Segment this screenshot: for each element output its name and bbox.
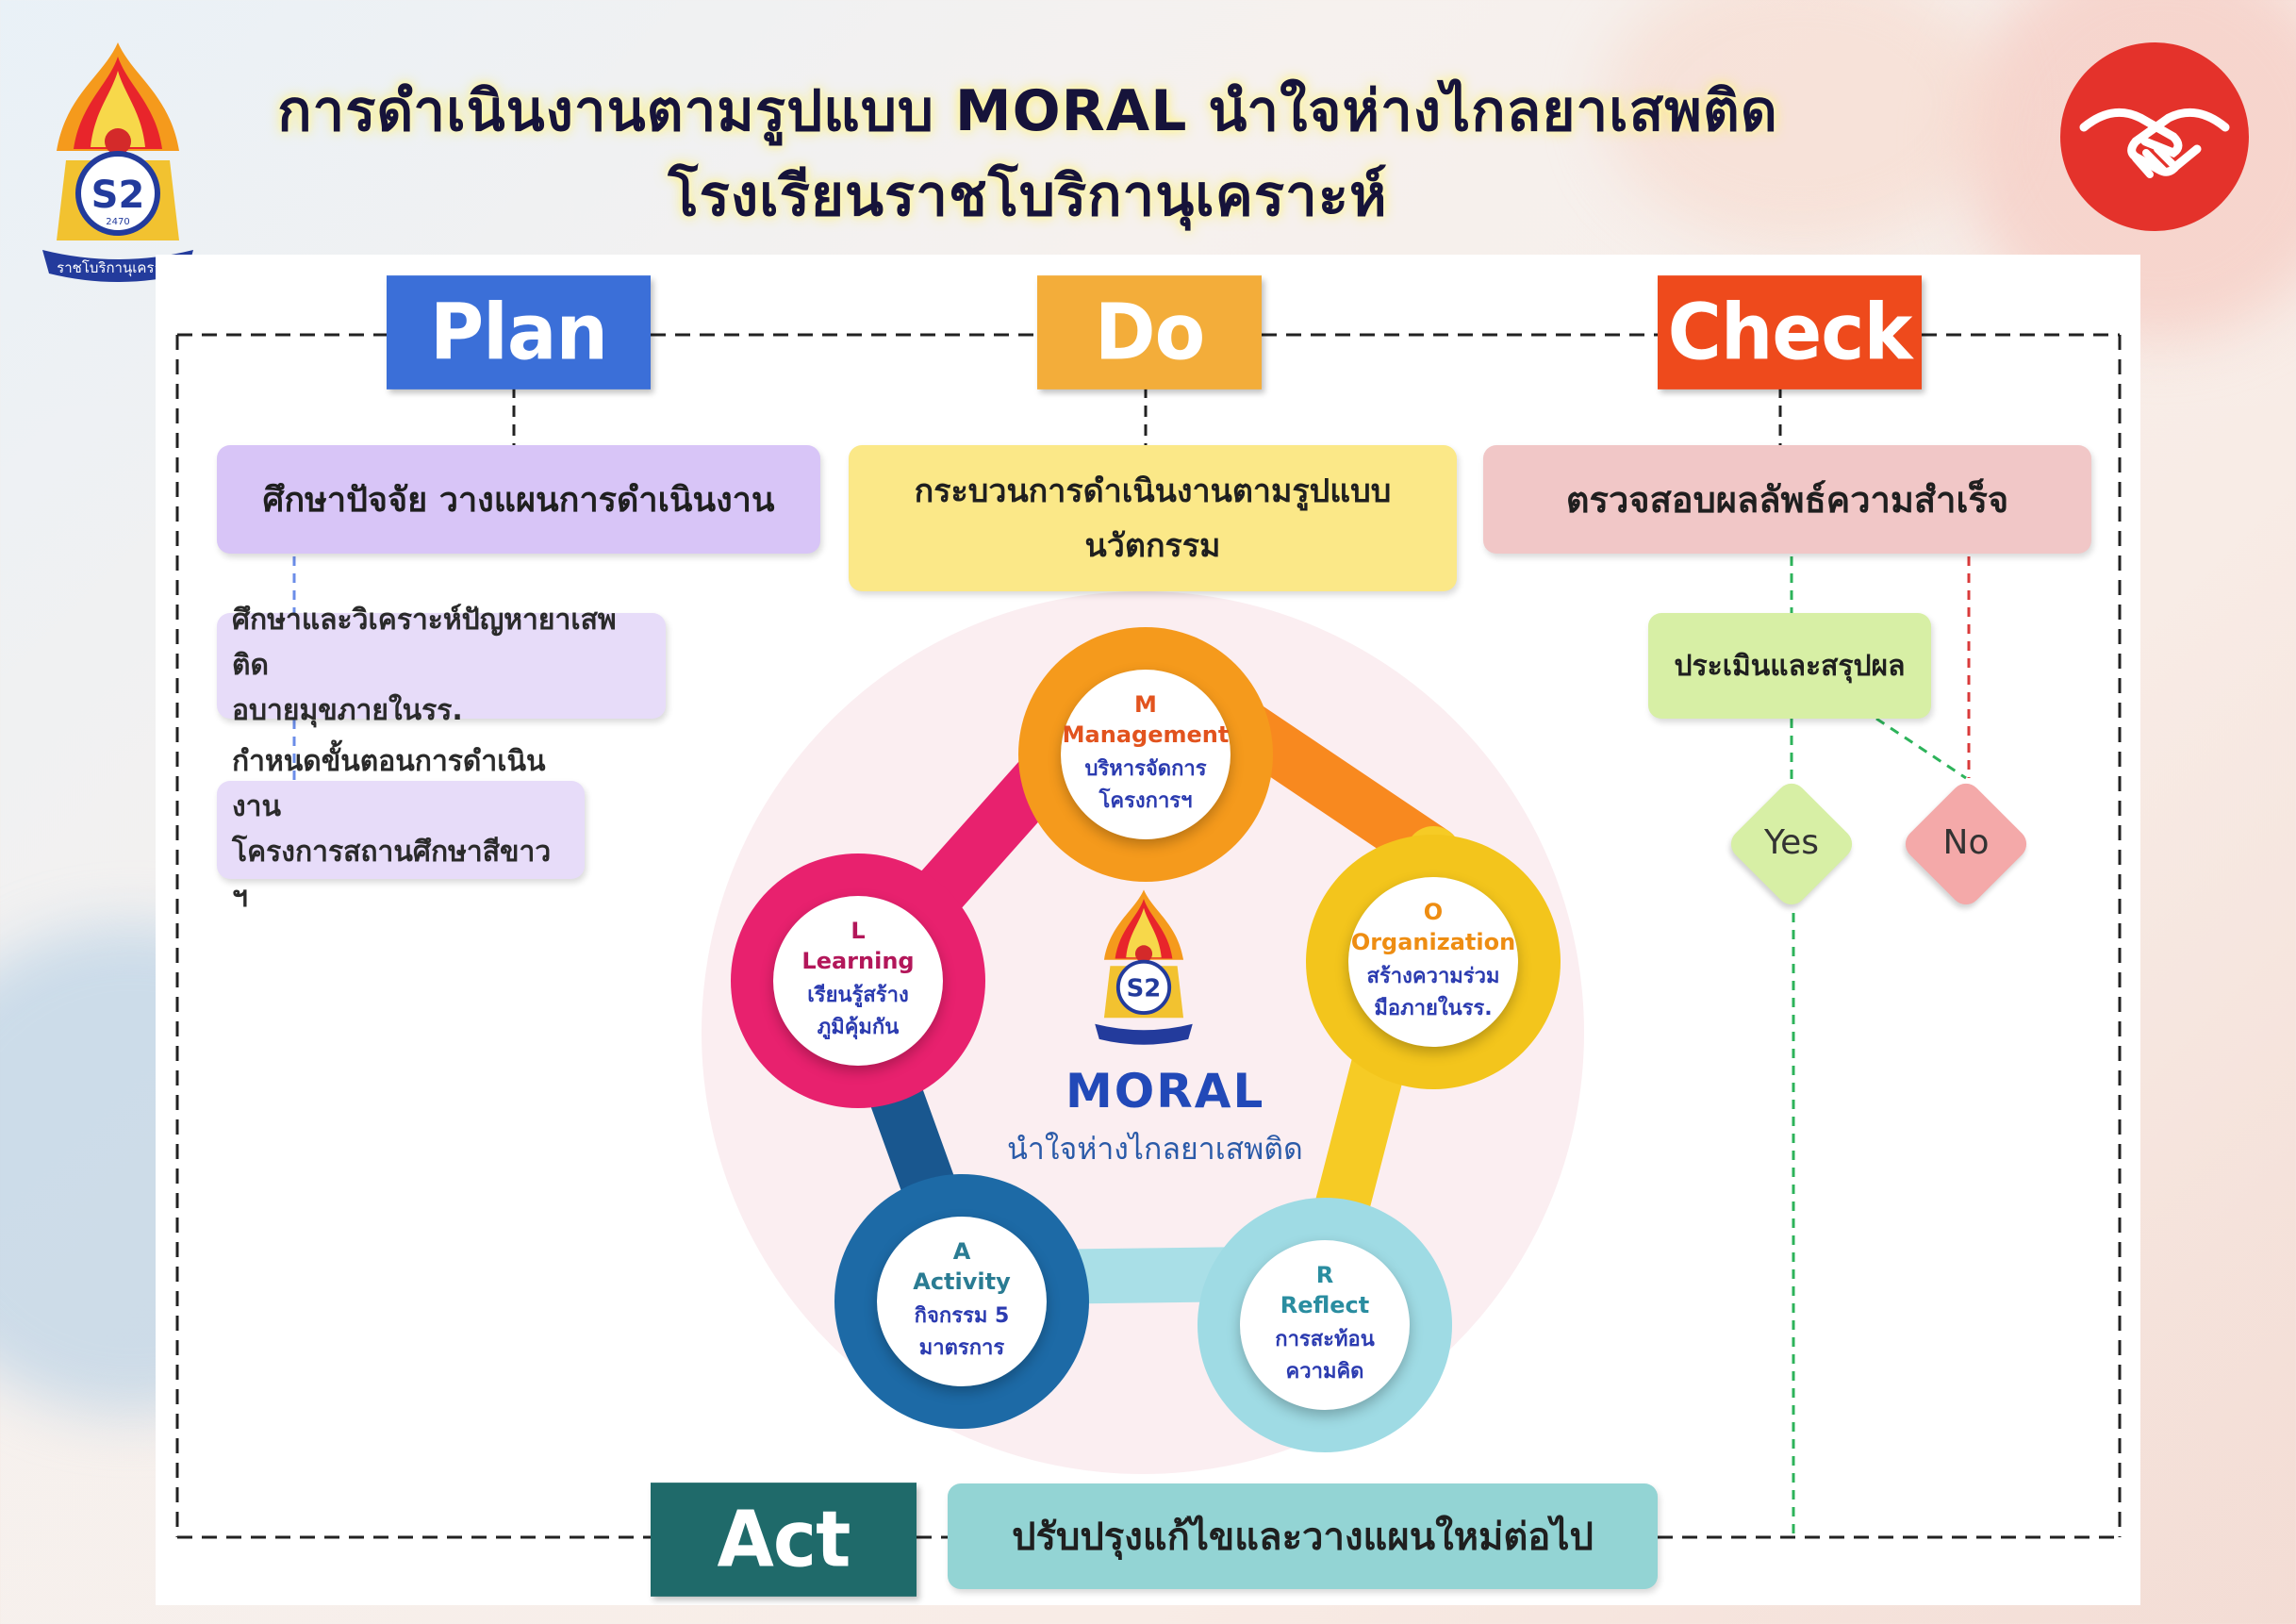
svg-text:ราชโบริกานุเคราะห์: ราชโบริกานุเคราะห์ bbox=[57, 259, 179, 277]
plan-label: Plan bbox=[387, 275, 651, 389]
do-label: Do bbox=[1037, 275, 1262, 389]
plan-step2-box: กำหนดขั้นตอนการดำเนินงานโครงการสถานศึกษา… bbox=[217, 745, 585, 914]
act-main-box: ปรับปรุงแก้ไขและวางแผนใหม่ต่อไป bbox=[948, 1483, 1658, 1589]
background-blob-peach bbox=[1603, 0, 1999, 245]
check-main-box: ตรวจสอบผลลัพธ์ความสำเร็จ bbox=[1483, 445, 2091, 554]
page-subtitle: โรงเรียนราชโบริกานุเคราะห์ bbox=[668, 163, 1388, 229]
evaluate-box: ประเมินและสรุปผล bbox=[1648, 613, 1931, 719]
no-label: No bbox=[1942, 823, 1990, 862]
svg-text:2470: 2470 bbox=[106, 217, 129, 227]
do-main-box: กระบวนการดำเนินงานตามรูปแบบนวัตกรรม bbox=[849, 445, 1457, 591]
moral-subtitle: นำใจห่างไกลยาเสพติด bbox=[1007, 1131, 1303, 1167]
handshake-icon bbox=[2060, 42, 2249, 231]
pdca-frame bbox=[175, 333, 2122, 1539]
moral-step-l: L Learning เรียนรู้สร้างภูมิคุ้มกัน bbox=[773, 896, 943, 1066]
check-label: Check bbox=[1658, 275, 1922, 389]
svg-text:S2: S2 bbox=[1127, 975, 1162, 1003]
center-school-emblem-icon: S2 bbox=[1095, 889, 1193, 1045]
moral-step-r: R Reflect การสะท้อนความคิด bbox=[1240, 1240, 1410, 1410]
moral-step-m: M Management บริหารจัดการโครงการฯ bbox=[1061, 670, 1231, 839]
plan-step1-box: ศึกษาและวิเคราะห์ปัญหายาเสพติดอบายมุขภาย… bbox=[217, 604, 666, 727]
yes-label: Yes bbox=[1763, 823, 1820, 862]
moral-step-o: O Organization สร้างความร่วมมือภายในรร. bbox=[1348, 877, 1518, 1047]
moral-title: MORAL bbox=[1065, 1064, 1265, 1119]
svg-text:S2: S2 bbox=[91, 174, 145, 217]
page-title: การดำเนินงานตามรูปแบบ MORAL นำใจห่างไกลย… bbox=[277, 78, 1778, 144]
plan-main-box: ศึกษาปัจจัย วางแผนการดำเนินงาน bbox=[217, 445, 820, 554]
school-emblem-icon: S2 2470 ราชโบริกานุเคราะห์ bbox=[42, 42, 193, 282]
act-label: Act bbox=[651, 1483, 917, 1597]
